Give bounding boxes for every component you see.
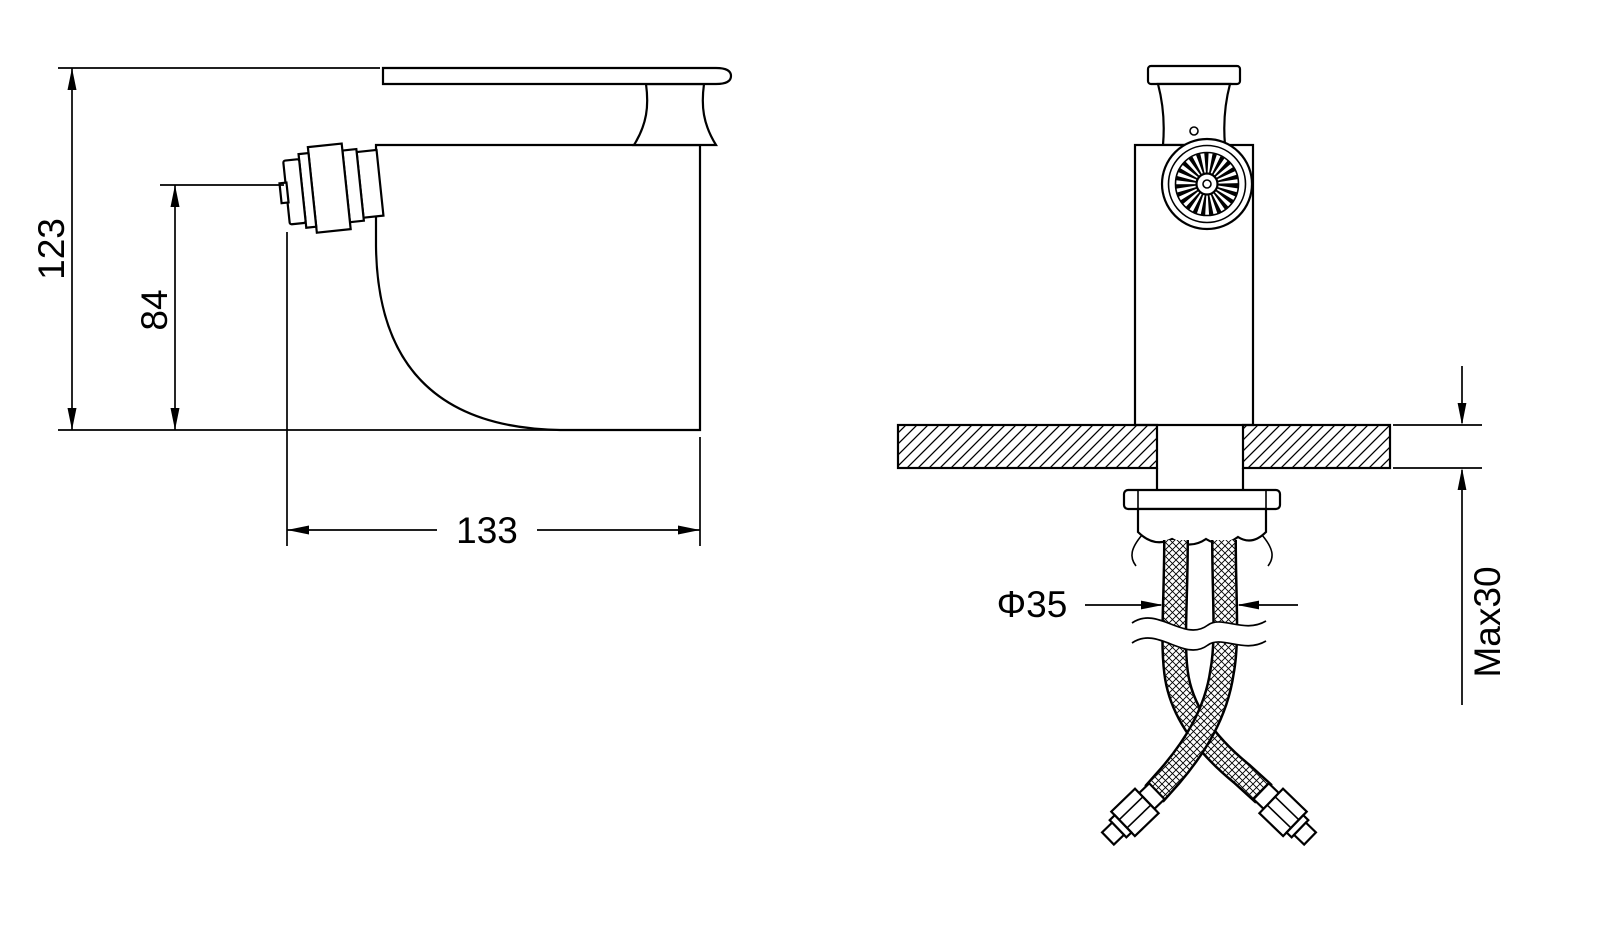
dim-length-133: 133 (286, 232, 701, 551)
arrowhead-left (1237, 600, 1259, 610)
arrowhead-up (67, 68, 77, 90)
supply-hose-right (1144, 539, 1239, 803)
dim-label-max-thickness: Max30 (1467, 566, 1508, 677)
dim-hole-diameter-phi35: Φ35 (997, 584, 1298, 625)
dim-max-thickness-max30: Max30 (1393, 366, 1508, 705)
spout-outlet-notch (278, 181, 290, 205)
dim-label-hole-diameter: Φ35 (997, 584, 1068, 625)
arrowhead-down (1457, 403, 1467, 425)
mounting-shank (1155, 468, 1245, 491)
hex-facet-line (1274, 796, 1300, 821)
handle-lever (381, 66, 733, 86)
faucet-body (374, 143, 702, 432)
arrowhead-left (287, 525, 309, 535)
nut-hook-right (1261, 534, 1273, 567)
aerator-mid-ring (1167, 144, 1247, 224)
hex-facet-line (1126, 804, 1152, 829)
hose-fitting-right (1251, 781, 1318, 847)
fitting-tip (1292, 821, 1318, 847)
dim-label-spout-height: 84 (134, 289, 175, 330)
arrowhead-right (1141, 600, 1163, 610)
handle-neck (632, 82, 718, 147)
break-wave-bottom (1131, 637, 1267, 651)
fitting-tip (1100, 821, 1126, 847)
hex-facet-line (1266, 804, 1292, 829)
aerator-inner-ring (1174, 151, 1240, 217)
hose-fitting-left (1100, 781, 1167, 847)
break-mask (1132, 618, 1266, 650)
handle-lever-front (1146, 64, 1242, 86)
dim-label-length: 133 (456, 510, 518, 551)
arrowhead-up (170, 185, 180, 207)
break-wave-top (1131, 617, 1267, 631)
countertop-left (896, 423, 1159, 470)
arrowhead-up (1457, 468, 1467, 490)
dim-label-total-height: 123 (31, 218, 72, 280)
dim-spout-height-84: 84 (134, 184, 284, 430)
set-screw (1189, 126, 1199, 136)
dim-total-height-123: 123 (31, 68, 77, 430)
nut-hook-left (1131, 534, 1143, 567)
hex-facet-line (1118, 796, 1144, 821)
front-view: Φ35 Max30 (896, 64, 1508, 847)
mounting-washer (1122, 488, 1282, 511)
hose-braid-texture (1146, 539, 1236, 801)
handle-neck-front (1156, 82, 1232, 147)
aerator-face (1160, 137, 1254, 231)
arrowhead-down (170, 408, 180, 430)
supply-hose-left (1161, 539, 1273, 804)
arrowhead-right (678, 525, 700, 535)
mounting-nut (1136, 507, 1268, 546)
side-view: 123 84 133 (31, 66, 733, 551)
countertop-right (1241, 423, 1392, 470)
hose-braid-texture (1163, 539, 1272, 802)
spout-aerator (278, 142, 385, 234)
aerator-spoke-ring (1176, 153, 1238, 215)
arrowhead-down (67, 408, 77, 430)
aerator-hub (1195, 172, 1219, 196)
hose-break-symbol (1131, 617, 1267, 651)
aerator-center-dot (1202, 179, 1212, 189)
